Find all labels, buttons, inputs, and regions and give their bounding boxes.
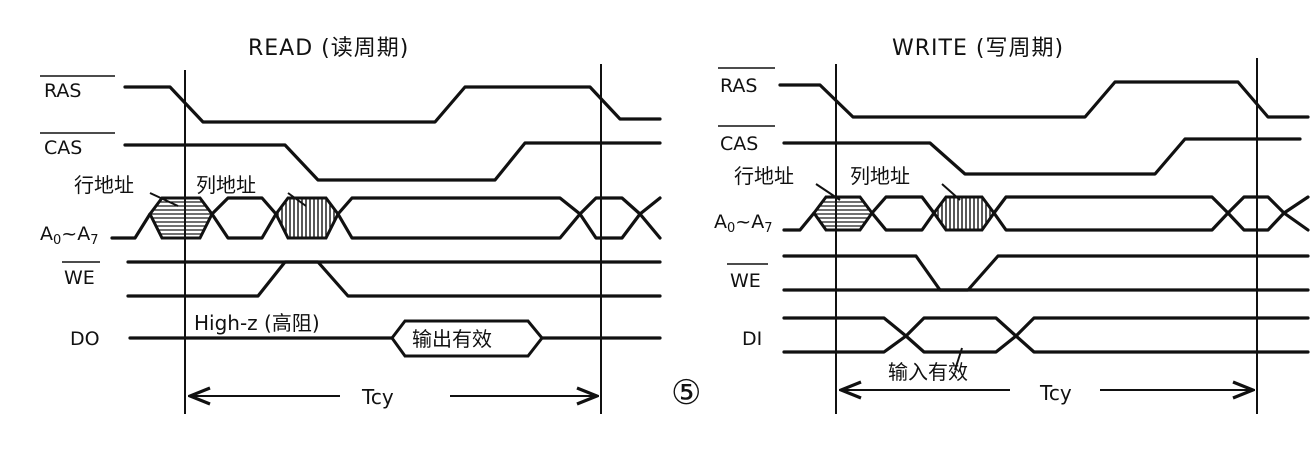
write-col-address-note: 列地址 bbox=[850, 164, 910, 188]
write-addr-tilde: ~ bbox=[735, 211, 751, 233]
write-ras-waveform bbox=[778, 80, 1310, 119]
read-row-address-note: 行地址 bbox=[74, 173, 134, 197]
read-addr-lower-2 bbox=[336, 212, 662, 240]
write-row-address-note: 行地址 bbox=[734, 164, 794, 188]
write-input-valid-pointer bbox=[954, 347, 963, 371]
read-tcy-label: Tcy bbox=[361, 385, 394, 409]
read-we-label: WE bbox=[64, 267, 95, 289]
write-addr-upper-1 bbox=[870, 195, 936, 215]
read-cycle-panel: READ (读周期) RAS CAS A0~A7 WE DO 行地址 列地址 H… bbox=[40, 36, 662, 414]
write-title: WRITE (写周期) bbox=[892, 36, 1064, 61]
write-cas-waveform bbox=[782, 137, 1302, 176]
read-addr-upper-2 bbox=[336, 196, 662, 216]
write-col-pointer bbox=[941, 183, 961, 201]
read-we-waveform bbox=[126, 260, 662, 298]
figure-number: ⑤ bbox=[671, 373, 701, 413]
write-cycle-panel: WRITE (写周期) RAS CAS A0~A7 WE DI 行地址 列地址 bbox=[714, 36, 1310, 414]
read-addr-upper-1 bbox=[210, 196, 278, 216]
read-row-pointer bbox=[149, 192, 179, 207]
read-addr-entry bbox=[110, 212, 152, 240]
read-ras-label: RAS bbox=[44, 80, 82, 102]
write-addr-upper-2 bbox=[992, 195, 1310, 215]
read-cas-label: CAS bbox=[44, 137, 82, 159]
write-input-valid-note: 输入有效 bbox=[888, 360, 968, 384]
write-addr-a7: A bbox=[751, 211, 764, 233]
read-col-address-window bbox=[274, 196, 340, 240]
write-addr-lower-2 bbox=[992, 211, 1310, 232]
write-addr-sub0: 0 bbox=[727, 221, 735, 236]
write-addr-lower-1 bbox=[870, 211, 936, 232]
read-addr-a0: A bbox=[40, 223, 53, 245]
write-addr-sub7: 7 bbox=[764, 221, 772, 236]
write-cas-label: CAS bbox=[720, 133, 758, 155]
read-addr-lower-1 bbox=[210, 212, 278, 240]
read-addr-tilde: ~ bbox=[61, 223, 77, 245]
write-we-waveform bbox=[782, 254, 1310, 292]
write-row-address-window bbox=[812, 195, 874, 232]
read-addr-a7: A bbox=[77, 223, 90, 245]
read-do-label: DO bbox=[70, 328, 100, 350]
read-cas-waveform bbox=[123, 141, 662, 182]
write-di-upper bbox=[782, 316, 1310, 338]
write-tcy-label: Tcy bbox=[1039, 381, 1072, 405]
write-addr-entry bbox=[782, 211, 816, 232]
write-di-label: DI bbox=[742, 328, 762, 350]
write-ras-label: RAS bbox=[720, 75, 758, 97]
read-address-label: A0~A7 bbox=[40, 223, 98, 248]
read-title: READ (读周期) bbox=[248, 36, 409, 61]
read-col-pointer bbox=[287, 192, 307, 207]
read-output-valid-note: 输出有效 bbox=[412, 327, 492, 351]
read-row-address-window bbox=[148, 196, 214, 240]
write-di-lower bbox=[782, 334, 1310, 354]
read-ras-waveform bbox=[123, 85, 662, 124]
write-address-label: A0~A7 bbox=[714, 211, 772, 236]
write-col-address-window bbox=[932, 195, 996, 232]
read-col-address-note: 列地址 bbox=[196, 173, 256, 197]
read-high-z-note: High-z (高阻) bbox=[194, 311, 320, 335]
write-addr-a0: A bbox=[714, 211, 727, 233]
write-we-label: WE bbox=[730, 270, 761, 292]
read-addr-sub0: 0 bbox=[53, 233, 61, 248]
read-addr-sub7: 7 bbox=[90, 233, 98, 248]
